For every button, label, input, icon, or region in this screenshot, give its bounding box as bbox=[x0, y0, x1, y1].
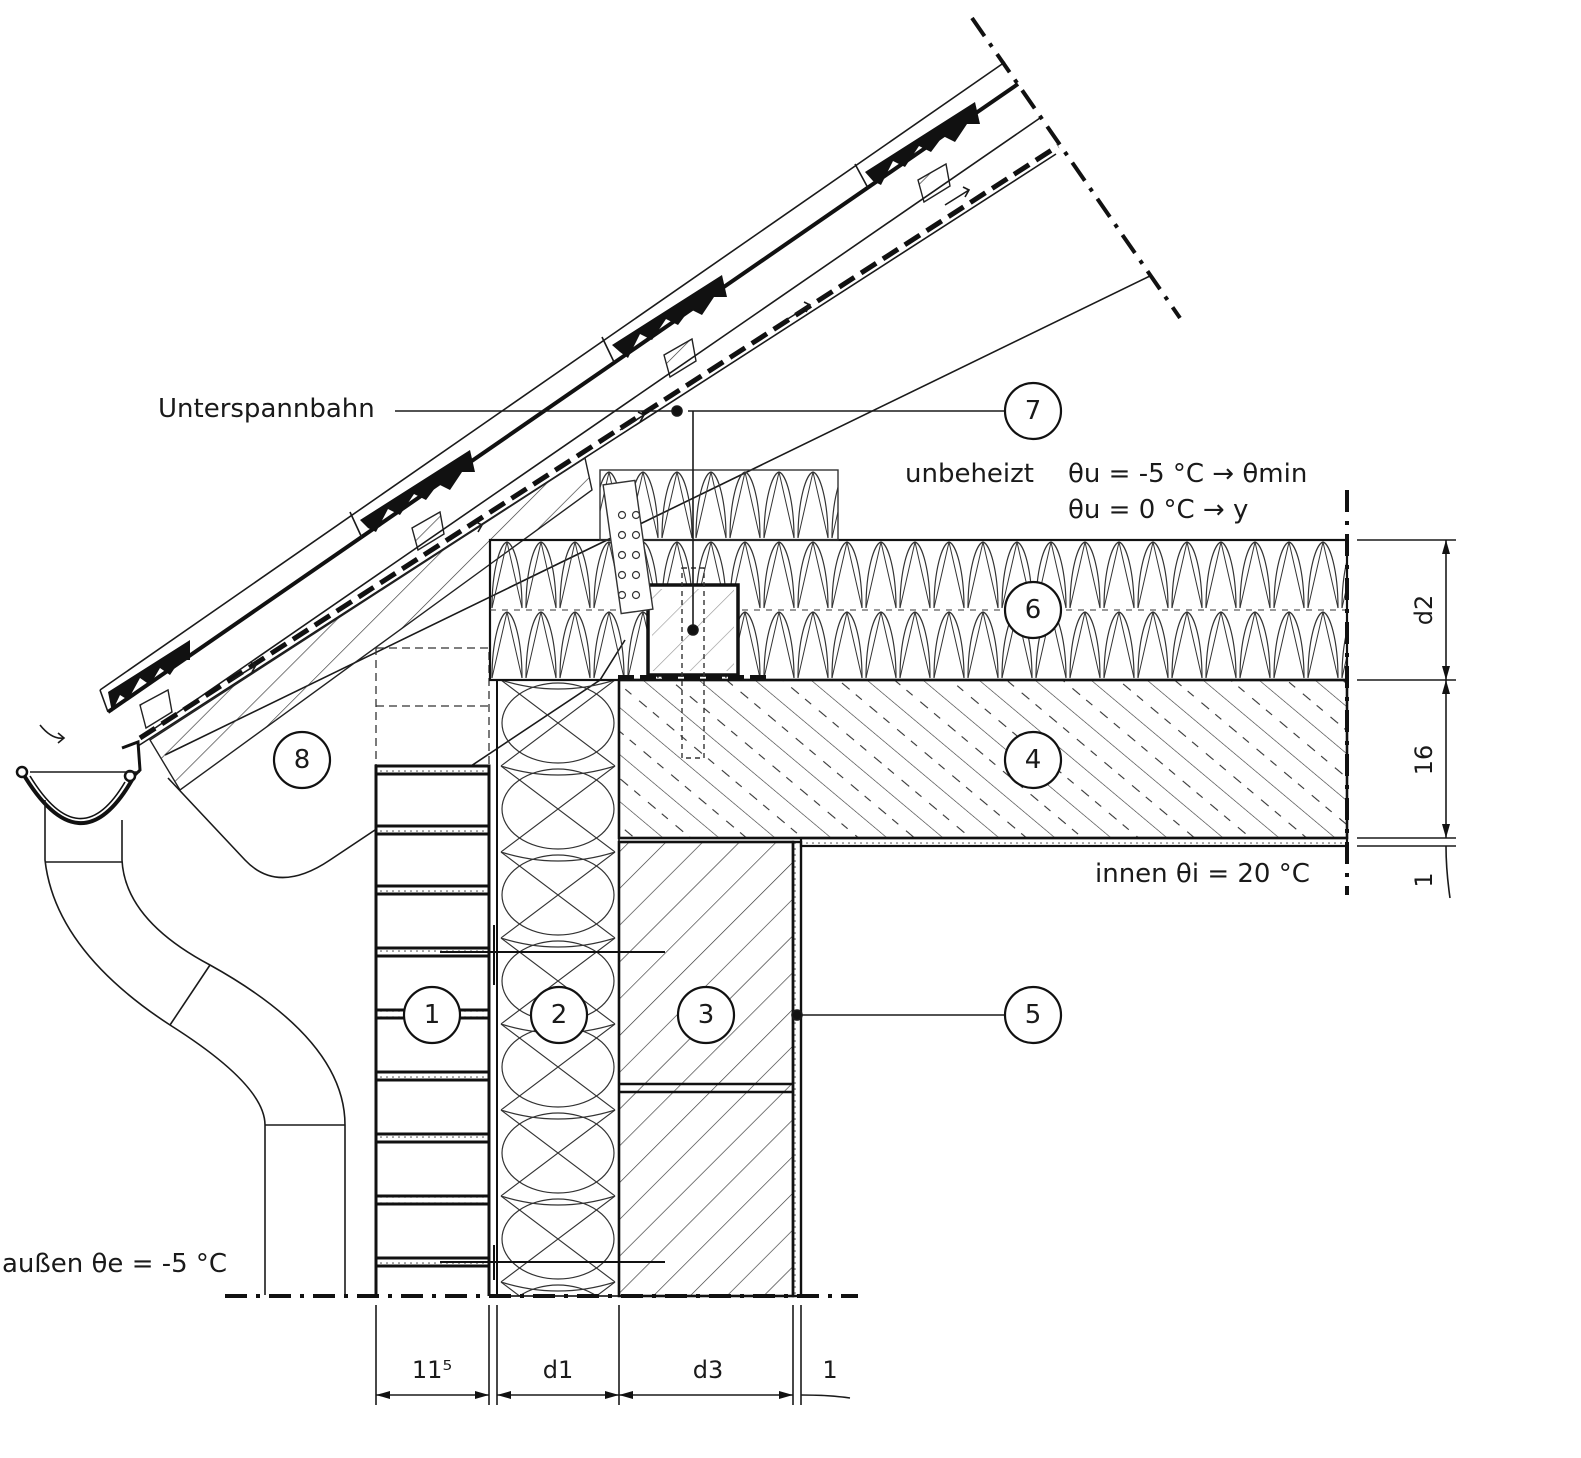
marker-8: 8 bbox=[272, 730, 332, 790]
dim-slab: 16 bbox=[1410, 745, 1438, 776]
tile-outlines bbox=[99, 163, 869, 713]
roof-battens bbox=[139, 162, 951, 730]
concrete-slab bbox=[617, 678, 1349, 840]
dim-d3: d3 bbox=[693, 1356, 724, 1384]
marker-4: 4 bbox=[1003, 730, 1063, 790]
svg-text:2: 2 bbox=[551, 1000, 568, 1030]
svg-text:8: 8 bbox=[294, 745, 311, 775]
ceiling-plaster bbox=[799, 836, 1349, 848]
roof-tile-profiles bbox=[108, 102, 980, 712]
dim-brick: 11⁵ bbox=[412, 1356, 452, 1384]
dim-plaster-right: 1 bbox=[1410, 872, 1438, 887]
marker-7: 7 bbox=[1003, 381, 1063, 441]
dimension-lines bbox=[375, 539, 1456, 1405]
svg-text:6: 6 bbox=[1025, 595, 1042, 625]
interior-plaster bbox=[791, 840, 803, 1298]
marker-6: 6 bbox=[1003, 580, 1063, 640]
leader-lines bbox=[395, 405, 1005, 1021]
brick-outer-leaf bbox=[374, 647, 491, 1296]
dim-d1: d1 bbox=[543, 1356, 574, 1384]
label-inside-temp: innen θi = 20 °C bbox=[1095, 859, 1310, 889]
dim-plaster-bottom: 1 bbox=[822, 1356, 837, 1384]
dimension-arrows bbox=[376, 540, 1450, 1399]
marker-3: 3 bbox=[676, 985, 736, 1045]
inner-leaf-masonry bbox=[617, 840, 795, 1298]
marker-2: 2 bbox=[529, 985, 589, 1045]
wall-ties bbox=[440, 925, 665, 1280]
svg-text:5: 5 bbox=[1025, 1000, 1042, 1030]
dim-d2: d2 bbox=[1410, 595, 1438, 626]
marker-1: 1 bbox=[402, 985, 462, 1045]
roof-assembly bbox=[39, 16, 1182, 792]
svg-text:3: 3 bbox=[698, 1000, 715, 1030]
gutter-and-downpipe bbox=[15, 739, 346, 1295]
rafter-eave-board bbox=[149, 456, 593, 792]
eave-soffit-outline bbox=[167, 639, 626, 879]
svg-text:1: 1 bbox=[424, 1000, 441, 1030]
perforated-anchor bbox=[602, 479, 654, 615]
svg-text:7: 7 bbox=[1025, 396, 1042, 426]
svg-text:4: 4 bbox=[1025, 745, 1042, 775]
marker-5: 5 bbox=[1003, 985, 1063, 1045]
label-theta-u-y: θu = 0 °C → y bbox=[1068, 495, 1248, 525]
roof-cut-line bbox=[970, 16, 1182, 320]
label-unheated: unbeheizt bbox=[905, 459, 1034, 489]
label-underlay-membrane: Unterspannbahn bbox=[158, 394, 375, 424]
label-theta-u-min: θu = -5 °C → θmin bbox=[1068, 459, 1307, 489]
label-outside-temp: außen θe = -5 °C bbox=[2, 1249, 227, 1279]
